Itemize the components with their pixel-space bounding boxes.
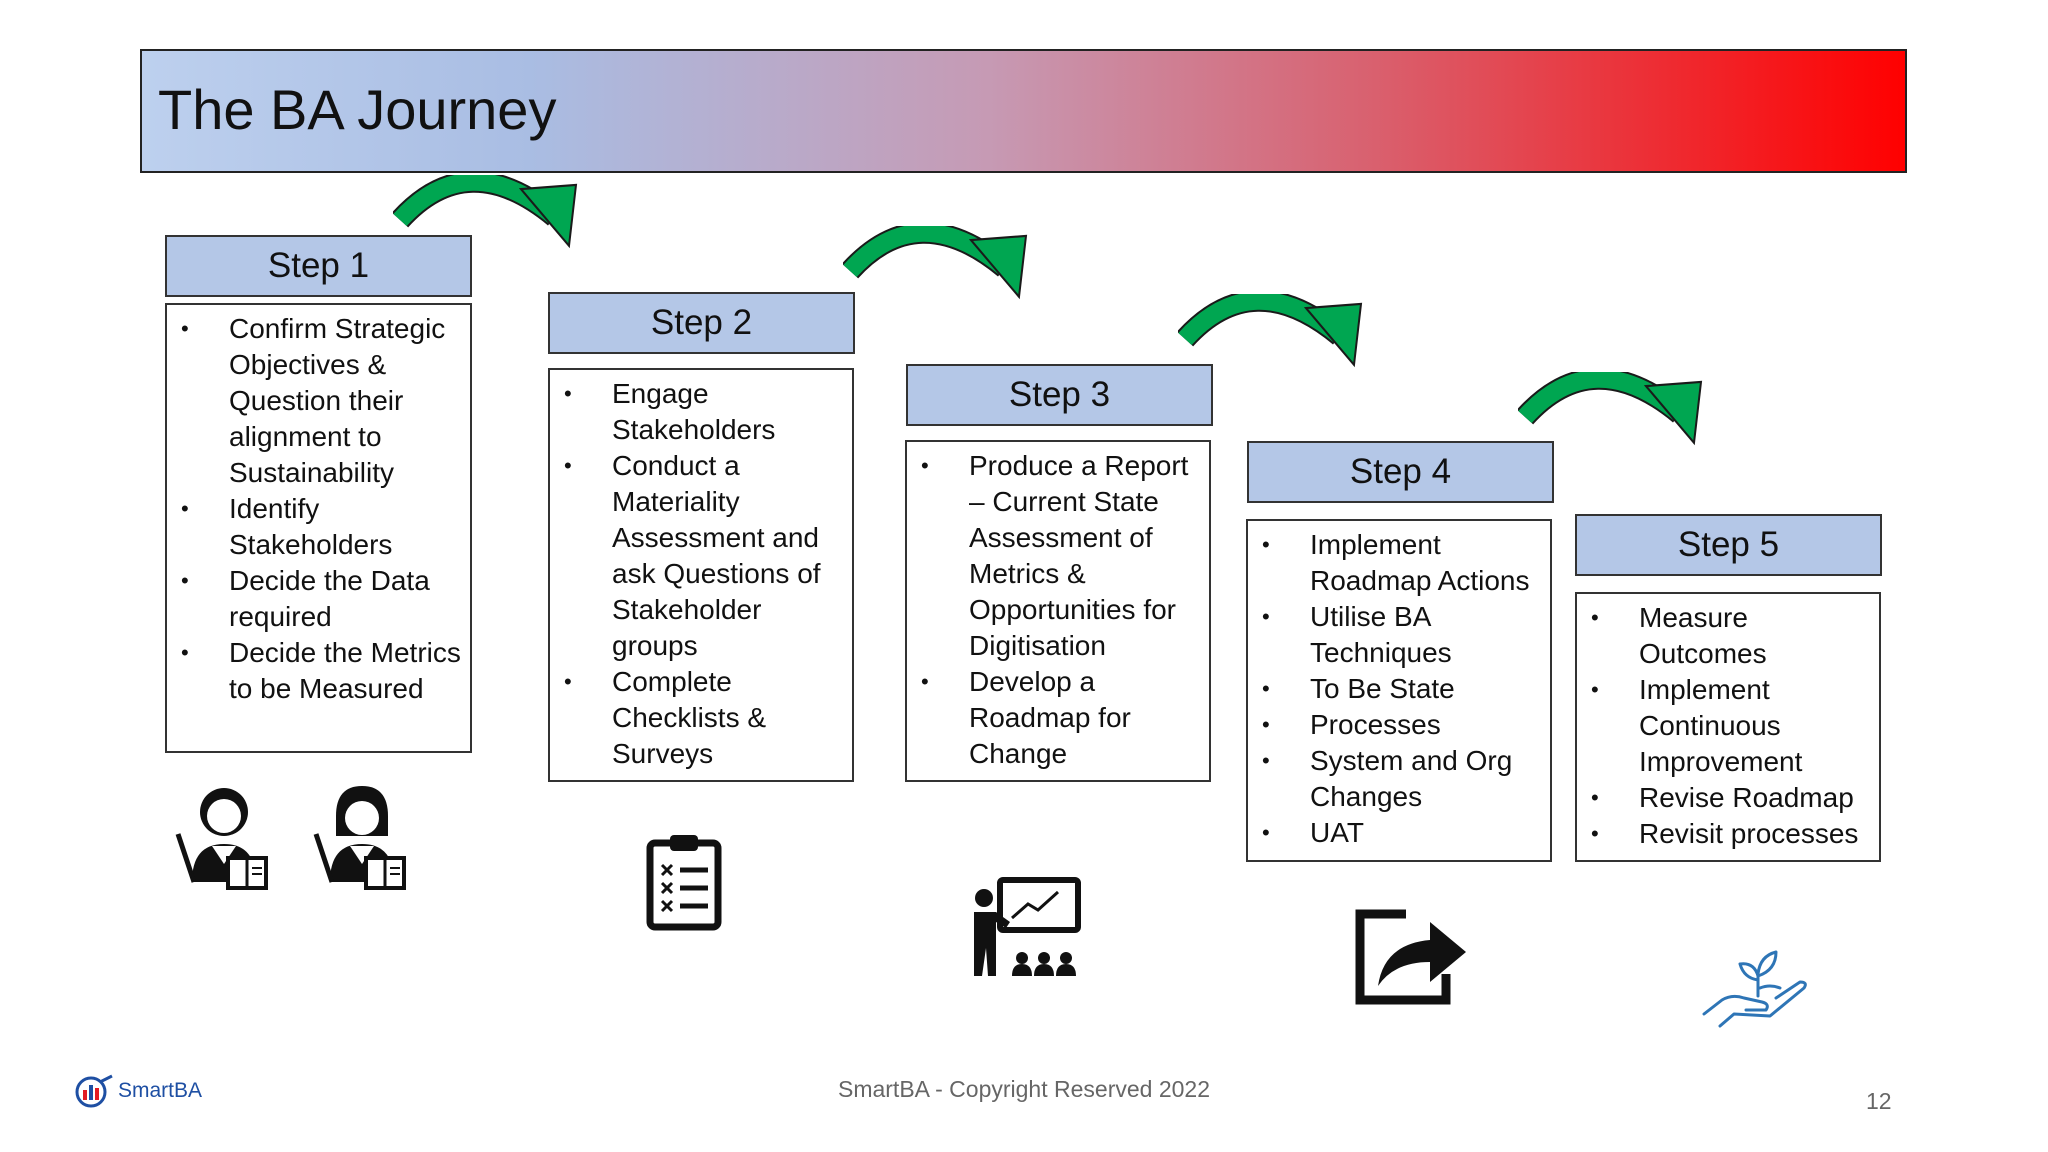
step-5-label: Step 5 <box>1677 525 1780 564</box>
step-5-header: Step 5 <box>1575 514 1882 576</box>
step-2-header: Step 2 <box>548 292 855 354</box>
curved-arrow-icon-2 <box>843 226 1028 300</box>
teacher-male-icon <box>175 788 268 890</box>
slide-title: The BA Journey <box>158 78 557 141</box>
presentation-icon <box>974 877 1081 976</box>
step-1-item: Identify Stakeholders <box>167 491 462 563</box>
footer-copyright: SmartBA - Copyright Reserved 2022 <box>837 1076 1210 1102</box>
curved-arrow-icon-1 <box>393 175 578 249</box>
smartba-logo: SmartBA <box>74 1074 202 1108</box>
step-4-item: Utilise BA Techniques <box>1248 599 1542 671</box>
step-1-header: Step 1 <box>165 235 472 297</box>
step-5-item: Implement Continuous Improvement <box>1577 672 1871 780</box>
step-4-item: UAT <box>1248 815 1542 851</box>
step-2-label: Step 2 <box>650 303 753 342</box>
step-1-box: Confirm Strategic Objectives & Question … <box>165 303 472 753</box>
logo-chart-icon <box>75 1074 113 1108</box>
step-2-item: Engage Stakeholders <box>550 376 844 448</box>
page-number: 12 <box>1866 1088 1892 1114</box>
teacher-female-icon <box>313 786 406 890</box>
step-4-item: System and Org Changes <box>1248 743 1542 815</box>
step-3-header: Step 3 <box>906 364 1213 426</box>
logo-text: SmartBA <box>118 1079 203 1102</box>
share-arrow-icon <box>1355 909 1466 1005</box>
step-1-item: Decide the Data required <box>167 563 462 635</box>
clipboard-checklist-icon <box>646 835 722 931</box>
curved-arrow-icon-4 <box>1518 372 1703 446</box>
step-4-box: Implement Roadmap Actions Utilise BA Tec… <box>1246 519 1552 862</box>
step-4-label: Step 4 <box>1349 452 1452 491</box>
step-5-item: Revise Roadmap <box>1577 780 1871 816</box>
step-3-label: Step 3 <box>1008 375 1111 414</box>
step-2-item: Complete Checklists & Surveys <box>550 664 844 772</box>
step-3-item: Produce a Report – Current State Assessm… <box>907 448 1201 664</box>
step-3-item: Develop a Roadmap for Change <box>907 664 1201 772</box>
step-5-item: Measure Outcomes <box>1577 600 1871 672</box>
step-1-item: Confirm Strategic Objectives & Question … <box>167 311 462 491</box>
step-5-box: Measure Outcomes Implement Continuous Im… <box>1575 592 1881 862</box>
step-4-item: Implement Roadmap Actions <box>1248 527 1542 599</box>
step-4-item: To Be State <box>1248 671 1542 707</box>
step-3-box: Produce a Report – Current State Assessm… <box>905 440 1211 782</box>
plant-in-hand-icon <box>1702 950 1807 1028</box>
curved-arrow-icon-3 <box>1178 294 1363 368</box>
title-banner: The BA Journey <box>140 49 1907 173</box>
step-2-item: Conduct a Materiality Assessment and ask… <box>550 448 844 664</box>
step-4-header: Step 4 <box>1247 441 1554 503</box>
step-1-label: Step 1 <box>267 246 370 285</box>
step-5-item: Revisit processes <box>1577 816 1871 852</box>
step-2-box: Engage Stakeholders Conduct a Materialit… <box>548 368 854 782</box>
step-4-item: Processes <box>1248 707 1542 743</box>
step-1-item: Decide the Metrics to be Measured <box>167 635 462 707</box>
